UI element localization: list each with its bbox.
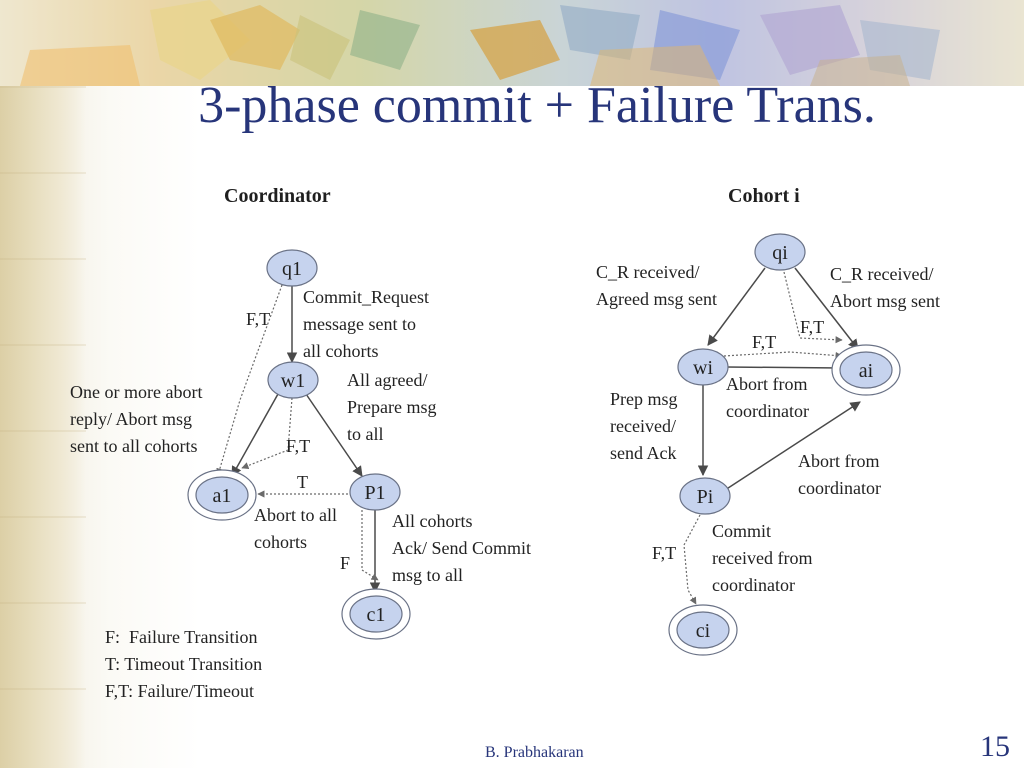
state-ai: ai — [831, 344, 901, 396]
page-number: 15 — [980, 730, 1010, 763]
label-all-cohorts-ack: All cohorts Ack/ Send Commit msg to all — [392, 511, 531, 585]
state-qi-label: qi — [772, 242, 788, 264]
state-c1-label: c1 — [367, 604, 386, 626]
label-all-agreed: All agreed/ Prepare msg to all — [347, 370, 437, 444]
label-t-p1-a1: T — [297, 472, 308, 492]
state-pi-label: Pi — [697, 486, 714, 508]
state-w1-label: w1 — [281, 370, 305, 392]
edge-qi-ai — [794, 267, 859, 350]
label-ft-qi-ai: F,T — [800, 317, 825, 337]
legend: F: Failure Transition T: Timeout Transit… — [105, 624, 262, 705]
edge-w1-a1 — [231, 393, 279, 477]
state-a1: a1 — [187, 469, 257, 521]
label-commit-request: Commit_Request message sent to all cohor… — [303, 287, 429, 361]
edge-qi-wi — [707, 267, 766, 346]
state-a1-label: a1 — [213, 485, 232, 507]
edge-ft-w1-a1 — [241, 397, 293, 469]
state-qi: qi — [754, 233, 806, 271]
label-commit-received: Commit received from coordinator — [712, 521, 813, 595]
legend-failure: F: Failure Transition — [105, 627, 258, 647]
legend-timeout: T: Timeout Transition — [105, 654, 263, 674]
decorative-left-strip — [0, 0, 86, 768]
edge-pi-ai — [721, 401, 861, 493]
label-cr-agreed: C_R received/ Agreed msg sent — [596, 262, 717, 309]
label-abort-to-all: Abort to all cohorts — [254, 505, 337, 552]
edge-f-p1-c1 — [361, 510, 379, 581]
state-ci-label: ci — [696, 620, 711, 642]
label-ft-q1-a1: F,T — [246, 309, 271, 329]
state-q1-label: q1 — [282, 258, 302, 280]
decorative-banner — [0, 0, 1024, 86]
edge-wi-ai — [725, 362, 844, 374]
state-ai-label: ai — [859, 360, 874, 382]
label-abort-from-coordinator-pi: Abort from coordinator — [798, 451, 881, 498]
slide-title: 3-phase commit + Failure Trans. — [198, 77, 876, 134]
state-w1: w1 — [267, 361, 319, 399]
footer-author: B. Prabhakaran — [485, 744, 584, 761]
edge-ft-wi-ai — [723, 351, 843, 360]
label-ft-pi-ci: F,T — [652, 543, 677, 563]
label-abort-from-coordinator-wi: Abort from coordinator — [726, 374, 809, 421]
state-wi-label: wi — [693, 357, 713, 379]
state-q1: q1 — [266, 249, 318, 287]
state-c1: c1 — [341, 588, 411, 640]
cohort-heading: Cohort i — [728, 185, 800, 207]
coordinator-heading: Coordinator — [224, 185, 331, 207]
state-pi: Pi — [679, 477, 731, 515]
edge-w1-p1 — [305, 393, 363, 477]
label-ft-wi-ai: F,T — [752, 332, 777, 352]
label-ft-w1-a1: F,T — [286, 436, 311, 456]
state-p1: P1 — [349, 473, 401, 511]
label-f-p1-c1: F — [340, 553, 351, 573]
edge-ft-pi-ci — [683, 514, 701, 605]
state-p1-label: P1 — [364, 482, 385, 504]
edge-ft-q1-a1 — [216, 284, 283, 476]
label-abort-reply: One or more abort reply/ Abort msg sent … — [70, 382, 203, 456]
state-ci: ci — [668, 604, 738, 656]
label-prep-msg: Prep msg received/ send Ack — [610, 389, 678, 463]
legend-failure-timeout: F,T: Failure/Timeout — [105, 681, 255, 701]
state-wi: wi — [677, 348, 729, 386]
label-cr-abort: C_R received/ Abort msg sent — [830, 264, 940, 311]
